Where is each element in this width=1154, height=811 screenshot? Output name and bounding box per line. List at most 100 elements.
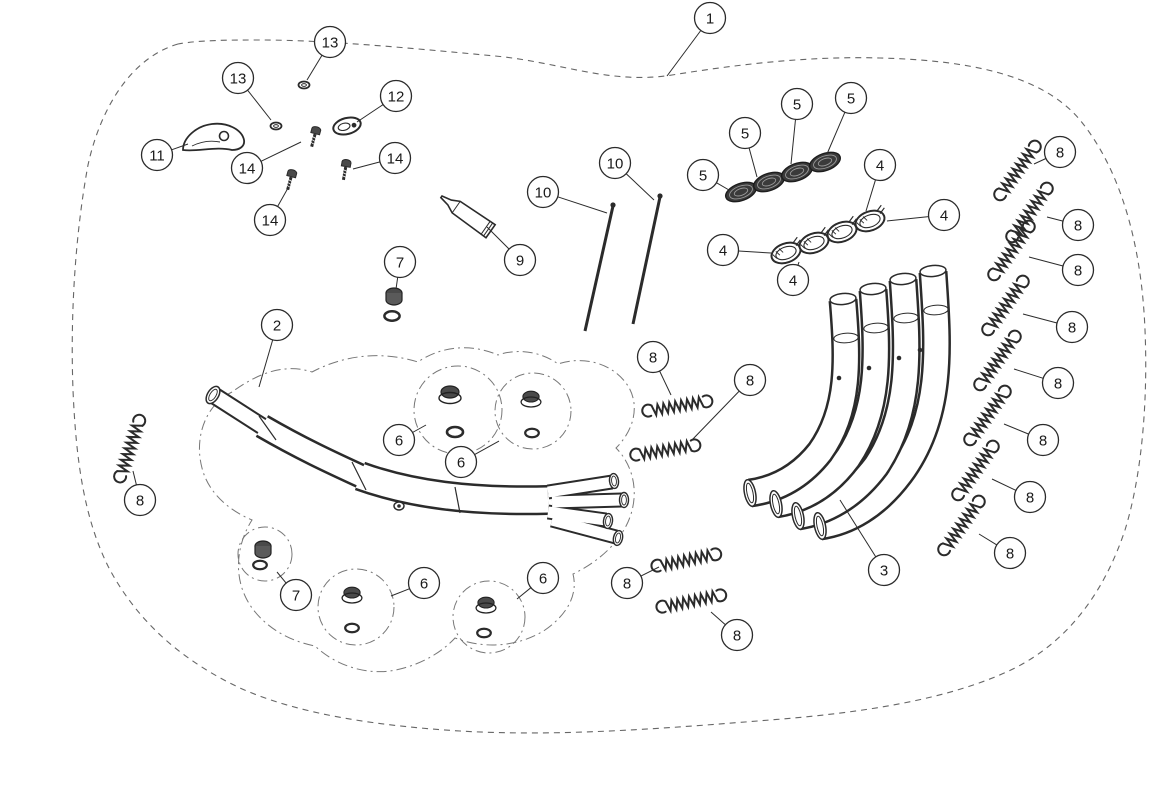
- callout-4: 4: [776, 261, 810, 297]
- callout-balloon: [598, 146, 632, 180]
- callout-leader-line: [865, 179, 876, 212]
- plug-kit-bottom: [252, 540, 272, 571]
- callout-number: 9: [516, 252, 524, 269]
- callout-balloon: [993, 536, 1027, 570]
- callout-number: 5: [847, 90, 855, 107]
- callout-4: 4: [886, 198, 961, 232]
- callout-number: 6: [420, 575, 428, 592]
- callout-leader-line: [716, 182, 730, 191]
- callout-leader-line: [486, 226, 510, 250]
- callout-8: 8: [1022, 310, 1089, 344]
- callout-8: 8: [636, 340, 672, 396]
- callout-balloon: [1061, 208, 1095, 242]
- callout-number: 8: [1056, 144, 1064, 161]
- callout-number: 14: [239, 160, 256, 177]
- callout-leader-line: [1022, 313, 1058, 324]
- callout-number: 8: [746, 372, 754, 389]
- callout-13: 13: [306, 25, 347, 81]
- bracket: [182, 122, 245, 152]
- callout-number: 6: [457, 454, 465, 471]
- callout-8: 8: [123, 470, 157, 517]
- callout-6: 6: [516, 561, 560, 600]
- washers: [269, 80, 311, 131]
- callout-number: 5: [793, 96, 801, 113]
- callout-leader-line: [247, 89, 272, 121]
- callout-number: 8: [1039, 432, 1047, 449]
- callout-balloon: [379, 79, 413, 113]
- callout-number: 14: [387, 150, 404, 167]
- callout-number: 4: [719, 242, 727, 259]
- callout-number: 8: [1074, 217, 1082, 234]
- callout-number: 8: [1026, 489, 1034, 506]
- callout-leader-line: [991, 478, 1017, 491]
- callout-number: 5: [699, 167, 707, 184]
- bolts: [281, 124, 353, 193]
- callout-number: 4: [940, 207, 948, 224]
- callout-leader-line: [666, 30, 702, 77]
- callout-14: 14: [230, 141, 302, 185]
- clamp-strap: [332, 116, 362, 136]
- callout-8: 8: [690, 363, 767, 442]
- callout-balloon: [1055, 310, 1089, 344]
- callout-balloon: [610, 566, 644, 600]
- callout-balloon: [1043, 135, 1077, 169]
- callout-leader-line: [1028, 256, 1064, 267]
- callout-balloon: [733, 363, 767, 397]
- callout-balloon: [1013, 480, 1047, 514]
- callout-balloon: [526, 561, 560, 595]
- link-pipe-outlets: [602, 472, 630, 547]
- callout-4: 4: [863, 148, 897, 212]
- callout-11: 11: [140, 138, 189, 172]
- callout-number: 4: [789, 272, 797, 289]
- callout-balloon: [444, 445, 478, 479]
- callout-number: 8: [733, 627, 741, 644]
- callout-leader-line: [710, 611, 726, 626]
- callout-number: 12: [388, 88, 405, 105]
- callout-number: 13: [322, 34, 339, 51]
- callout-balloon: [383, 245, 417, 279]
- callout-8: 8: [991, 478, 1047, 514]
- callout-number: 4: [876, 157, 884, 174]
- callout-leader-line: [516, 587, 532, 600]
- callout-balloon: [253, 203, 287, 237]
- callout-8: 8: [710, 611, 754, 652]
- callout-7: 7: [383, 245, 417, 290]
- callout-leader-line: [277, 187, 289, 207]
- callout-leader-line: [1033, 158, 1047, 165]
- callout-balloon: [686, 158, 720, 192]
- callout-balloon: [780, 87, 814, 121]
- callout-leader-line: [352, 161, 381, 170]
- callout-balloon: [1026, 423, 1060, 457]
- callout-balloon: [503, 243, 537, 277]
- callout-9: 9: [486, 226, 537, 277]
- callout-balloon: [221, 61, 255, 95]
- header-outlet-openings: [743, 478, 827, 541]
- callout-balloon: [382, 423, 416, 457]
- link-pipe-assembly: [205, 385, 630, 547]
- callout-leader-line: [132, 470, 137, 486]
- callout-balloon: [636, 340, 670, 374]
- link-pipe-region-outline: [198, 347, 635, 673]
- callout-number: 7: [396, 254, 404, 271]
- callout-number: 8: [1074, 262, 1082, 279]
- callout-number: 8: [136, 492, 144, 509]
- callout-balloon: [776, 263, 810, 297]
- header-pipes: [743, 264, 951, 541]
- callout-leader-line: [690, 390, 740, 442]
- callout-balloon: [863, 148, 897, 182]
- callout-balloon: [279, 578, 313, 612]
- callout-leader-line: [258, 339, 274, 388]
- callout-balloon: [867, 553, 901, 587]
- callout-balloon: [728, 116, 762, 150]
- callout-13: 13: [221, 61, 272, 121]
- callout-2: 2: [258, 308, 294, 388]
- callout-balloon: [927, 198, 961, 232]
- callout-leader-line: [356, 104, 384, 123]
- callout-leader-line: [625, 173, 655, 201]
- callout-balloon: [123, 483, 157, 517]
- assembly-rods: [583, 193, 663, 332]
- callout-leader-line: [978, 533, 998, 546]
- callout-8: 8: [1013, 366, 1075, 400]
- callout-balloon: [706, 233, 740, 267]
